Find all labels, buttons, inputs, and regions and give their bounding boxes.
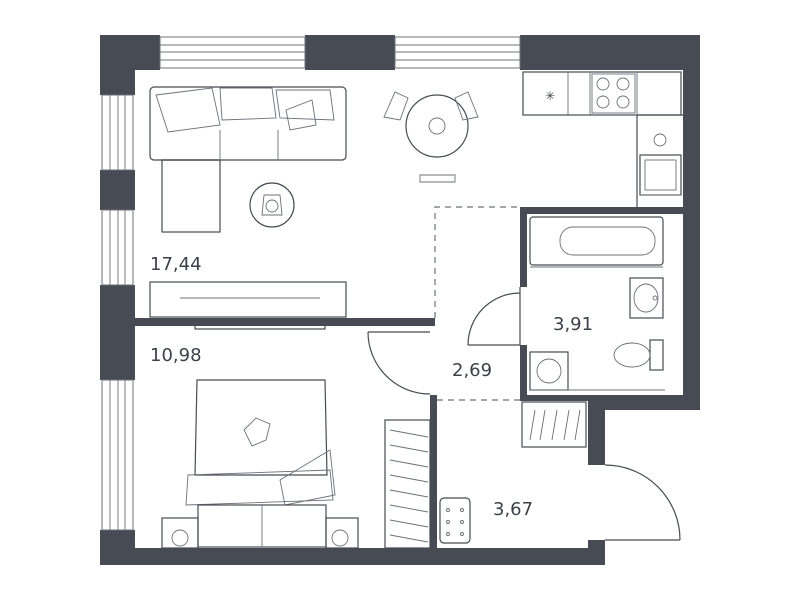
- nightstand-left: [161, 517, 199, 549]
- living-room-area: 17,44: [150, 254, 202, 275]
- bed: [185, 379, 336, 548]
- dining-table: [383, 91, 479, 183]
- entry-area: 3,67: [493, 499, 533, 520]
- hallway-area: 2,69: [452, 360, 492, 381]
- bedroom-area: 10,98: [150, 345, 202, 366]
- kitchen-counter: ✳: [522, 71, 682, 116]
- outer-walls: [100, 35, 700, 565]
- zone-boundaries: [434, 206, 520, 401]
- sofa: [149, 86, 347, 233]
- nightstand-right: [325, 517, 359, 549]
- pouf: [439, 497, 471, 544]
- bathtub: [529, 216, 664, 268]
- wardrobe: [384, 419, 431, 549]
- washbasin-icon: [629, 277, 664, 319]
- bathroom-area: 3,91: [553, 314, 593, 335]
- shoe-rack: [521, 401, 587, 448]
- washing-machine-icon: [529, 351, 569, 391]
- tv-stand: [149, 281, 347, 330]
- windows: [101, 36, 521, 531]
- doors: [367, 287, 681, 541]
- toilet-icon: [613, 339, 664, 371]
- rug-decor: [249, 182, 295, 228]
- sink-icon: [639, 133, 682, 196]
- svg-text:✳: ✳: [545, 89, 555, 103]
- stove-icon: [591, 73, 636, 114]
